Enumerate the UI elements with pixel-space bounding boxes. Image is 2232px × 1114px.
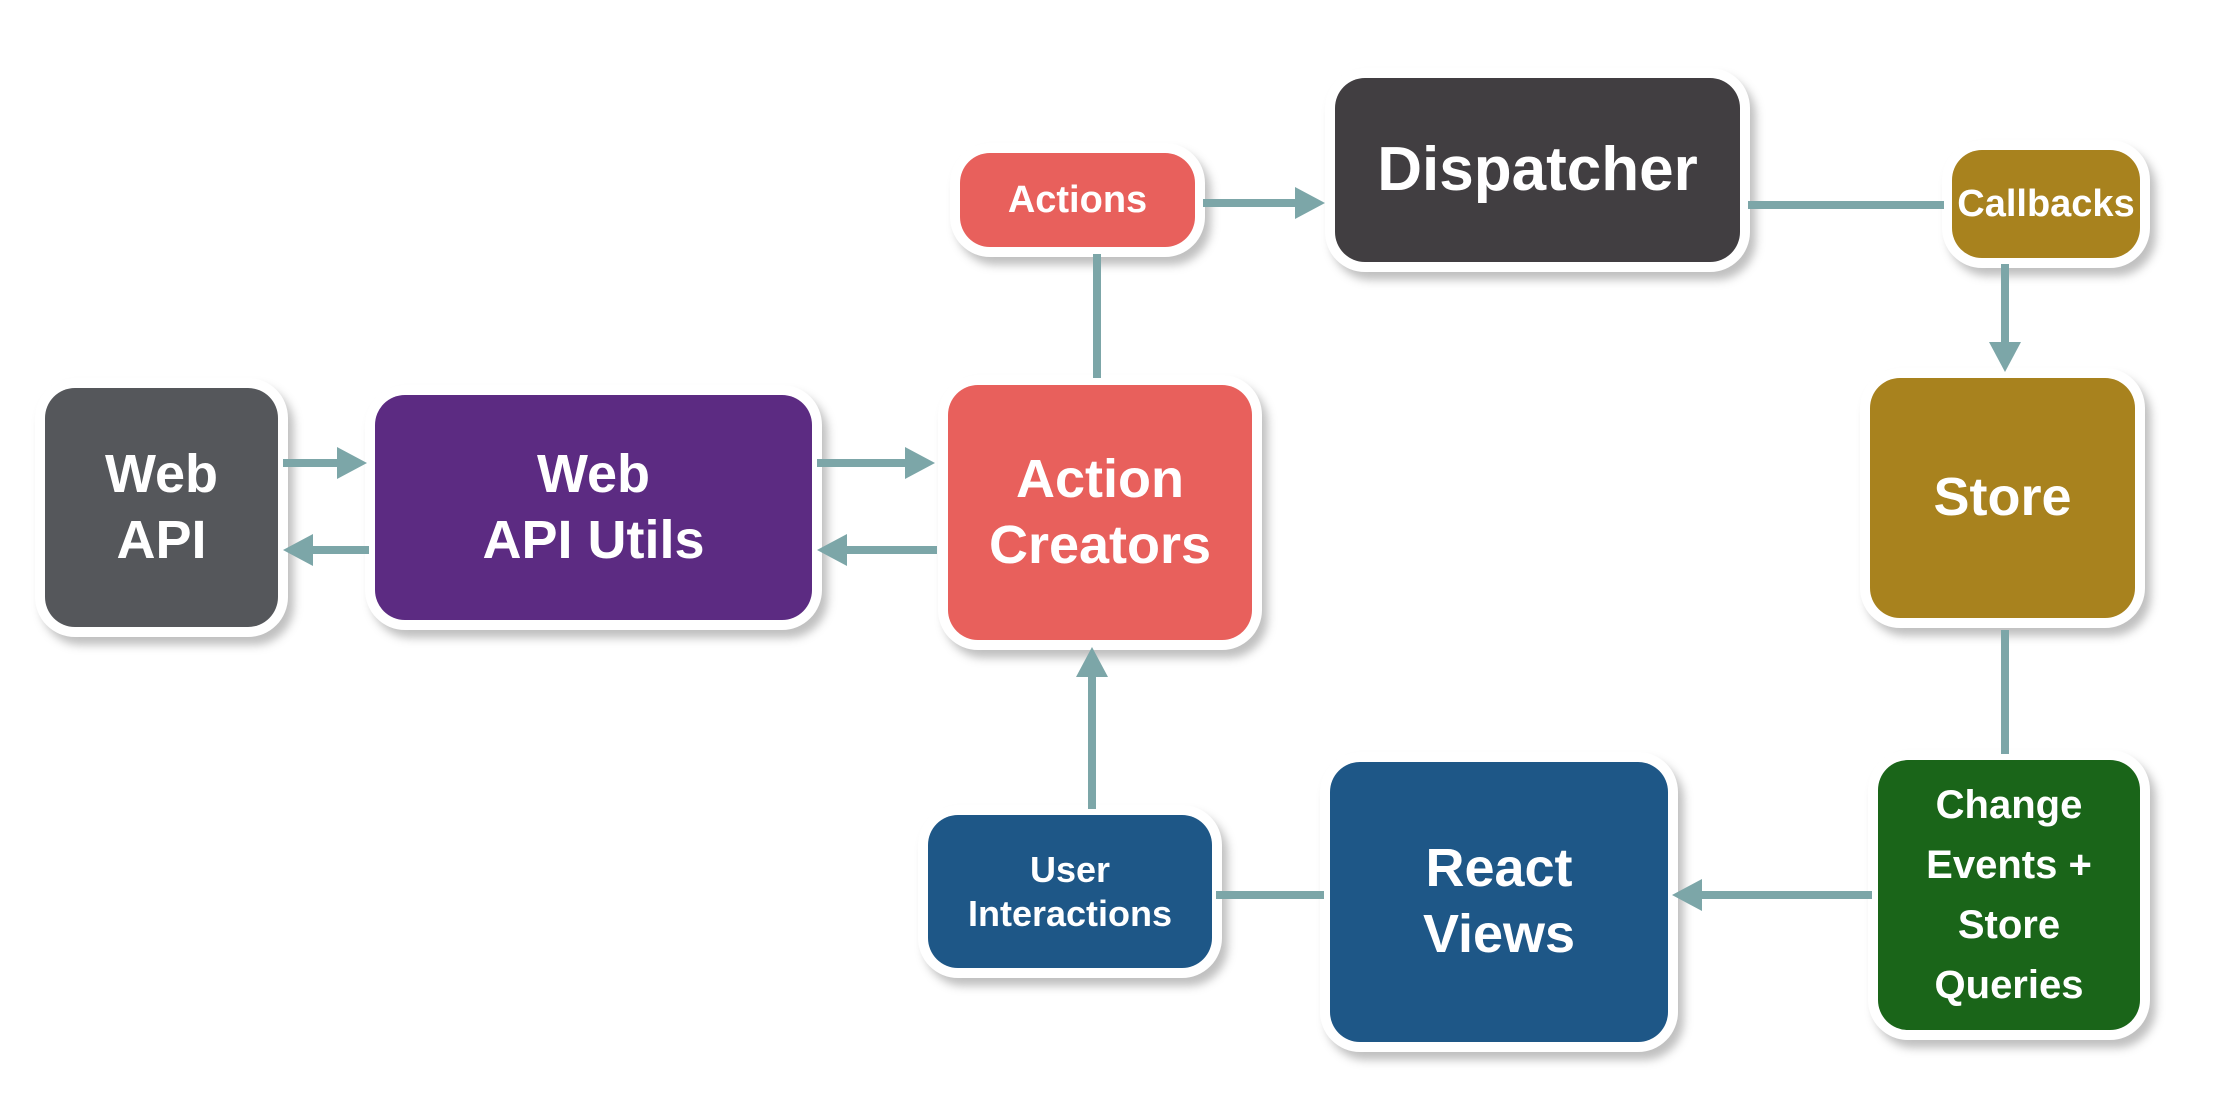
- arrow-line: [311, 546, 369, 554]
- arrow-line: [283, 459, 339, 467]
- node-action-creators-label-line: Action: [1016, 448, 1184, 509]
- node-web-api-label-line: Web: [104, 443, 218, 504]
- node-store-fill: Store: [1870, 378, 2135, 618]
- arrowhead-left-icon: [1672, 879, 1702, 911]
- node-change-events-label-line: Events +: [1926, 843, 2092, 887]
- node-web-api-utils-fill: Web API Utils: [375, 395, 812, 620]
- node-actions-fill: Actions: [960, 153, 1195, 247]
- node-web-api-fill: Web API: [45, 388, 278, 627]
- node-callbacks: Callbacks: [1942, 140, 2150, 268]
- node-callbacks-label-line: Callbacks: [1957, 182, 2135, 225]
- arrowhead-left-icon: [817, 534, 847, 566]
- node-store: Store: [1860, 368, 2145, 628]
- node-react-views-fill: React Views: [1330, 762, 1668, 1042]
- node-web-api: Web API: [35, 378, 288, 637]
- arrowhead-right-icon: [1295, 187, 1325, 219]
- arrow-line: [1203, 199, 1297, 207]
- node-user-interactions: User Interactions: [918, 805, 1222, 978]
- connector-line: [1093, 254, 1101, 378]
- node-dispatcher-label-line: Dispatcher: [1377, 135, 1698, 205]
- connector-line: [1216, 891, 1324, 899]
- connector-line: [1748, 201, 1944, 209]
- node-action-creators: Action Creators: [938, 375, 1262, 650]
- node-change-events-store-queries: Change Events + Store Queries: [1868, 750, 2150, 1040]
- arrow-line: [2001, 264, 2009, 344]
- arrow-line: [845, 546, 937, 554]
- arrow-line: [1088, 675, 1096, 809]
- node-callbacks-fill: Callbacks: [1952, 150, 2140, 258]
- arrowhead-right-icon: [905, 447, 935, 479]
- node-web-api-utils: Web API Utils: [365, 385, 822, 630]
- connector-line: [2001, 630, 2009, 754]
- node-change-events-label-line: Queries: [1934, 963, 2084, 1007]
- arrowhead-up-icon: [1076, 647, 1108, 677]
- node-actions: Actions: [950, 143, 1205, 257]
- arrowhead-right-icon: [337, 447, 367, 479]
- arrow-line: [1700, 891, 1872, 899]
- arrowhead-left-icon: [283, 534, 313, 566]
- node-actions-label-line: Actions: [1007, 178, 1148, 221]
- node-store-label-line: Store: [1933, 467, 2072, 528]
- node-change-events-label-line: Change: [1935, 783, 2083, 827]
- node-web-api-utils-label-line: API Utils: [482, 509, 705, 570]
- arrowhead-down-icon: [1989, 342, 2021, 372]
- node-web-api-label-line: API: [116, 509, 207, 570]
- node-change-events-store-queries-fill: Change Events + Store Queries: [1878, 760, 2140, 1030]
- node-action-creators-fill: Action Creators: [948, 385, 1252, 640]
- node-dispatcher-fill: Dispatcher: [1335, 78, 1740, 262]
- node-react-views-label-line: Views: [1422, 904, 1576, 964]
- node-react-views-label-line: React: [1425, 838, 1573, 899]
- arrow-line: [817, 459, 907, 467]
- node-change-events-label-line: Store: [1957, 903, 2061, 947]
- node-web-api-utils-label-line: Web: [536, 443, 650, 504]
- node-user-interactions-label-line: Interactions: [967, 892, 1173, 934]
- node-react-views: React Views: [1320, 752, 1678, 1052]
- node-action-creators-label-line: Creators: [988, 514, 1212, 575]
- node-dispatcher: Dispatcher: [1325, 68, 1750, 272]
- node-user-interactions-label-line: User: [1029, 848, 1111, 890]
- node-user-interactions-fill: User Interactions: [928, 815, 1212, 968]
